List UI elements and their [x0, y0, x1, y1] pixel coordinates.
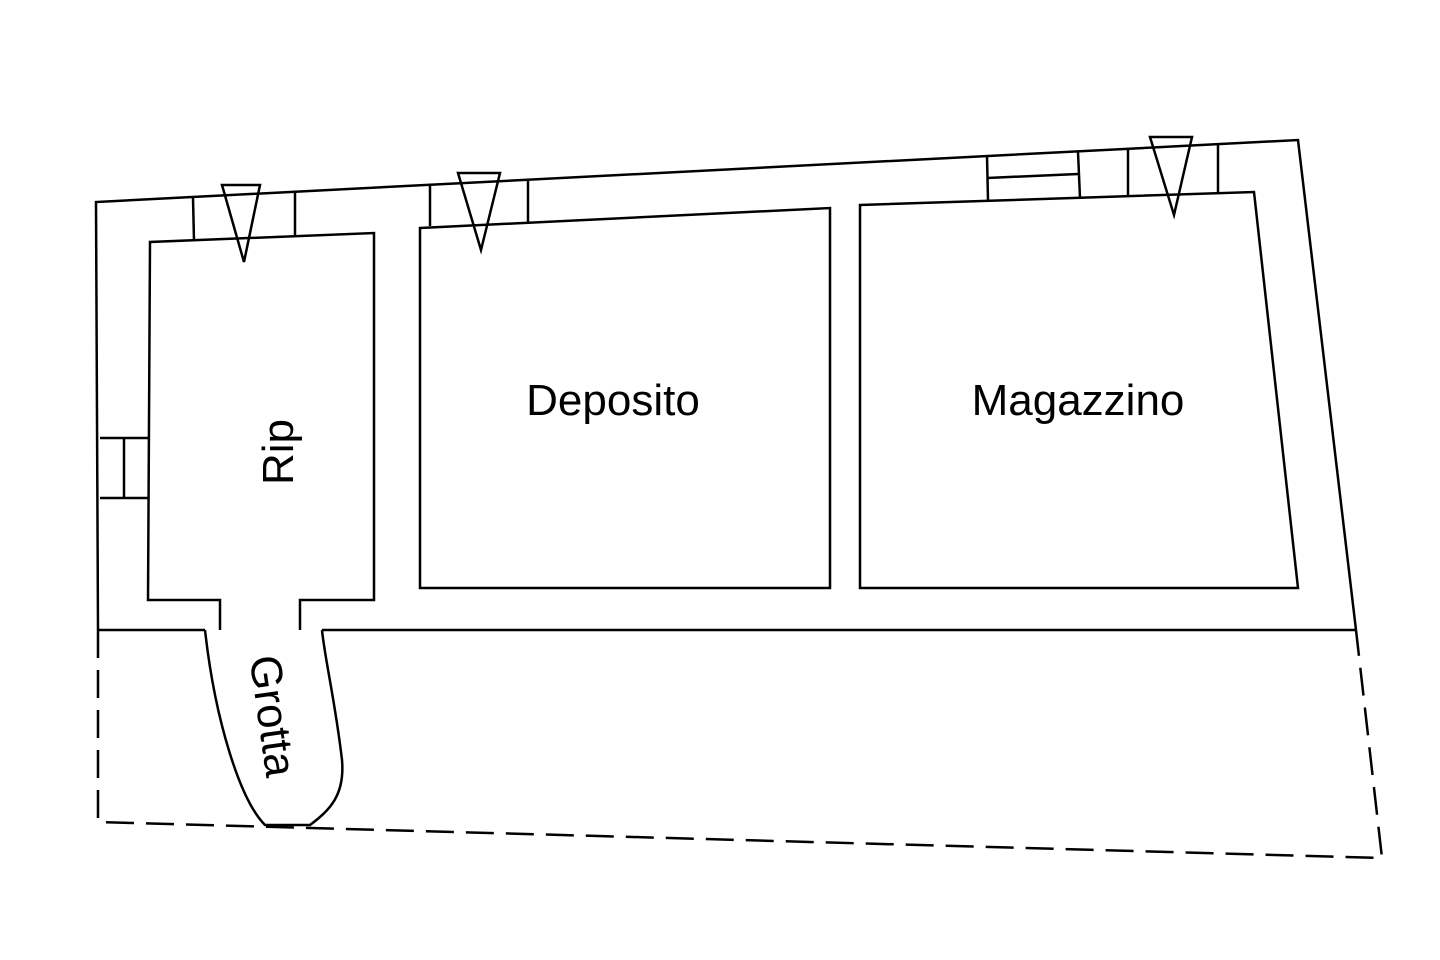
window-icon [220, 183, 262, 263]
dashed-boundary [96, 629, 1384, 860]
label-magazzino: Magazzino [972, 376, 1185, 425]
window-icon [1148, 135, 1194, 220]
room-deposito [418, 171, 832, 590]
label-grotta: Grotta [240, 652, 306, 780]
room-rip [100, 183, 376, 630]
window-icon [456, 171, 502, 255]
outer-walls [94, 138, 1384, 860]
outer-wall [94, 138, 1358, 631]
room-magazzino [858, 135, 1300, 590]
label-deposito: Deposito [526, 376, 700, 425]
room-grotta [203, 629, 344, 827]
label-rip: Rip [254, 419, 303, 485]
